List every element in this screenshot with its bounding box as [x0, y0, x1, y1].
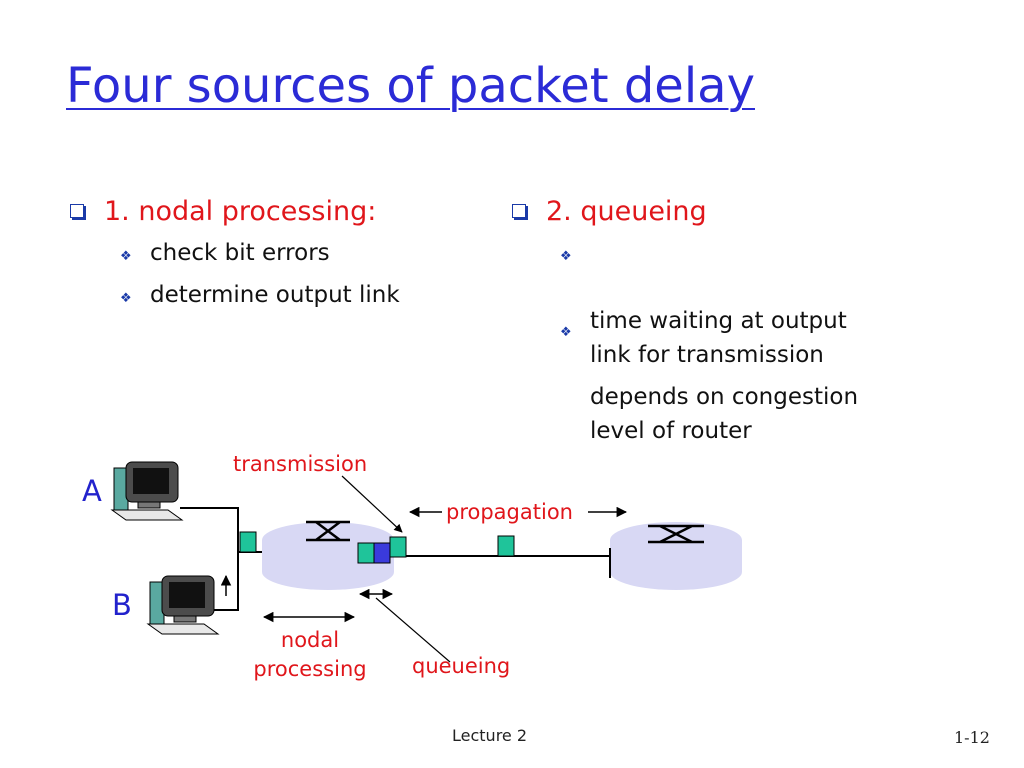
- transmission-label: transmission: [233, 452, 368, 476]
- computer-a-icon: [110, 461, 184, 521]
- subbullet-determine-output-link: ❖ determine output link: [120, 278, 400, 312]
- transmitting-packet: [389, 536, 407, 558]
- subbullet-text: determine output link: [150, 282, 400, 308]
- queued-packet-1: [357, 542, 375, 564]
- diamond-bullet-icon: ❖: [560, 325, 572, 340]
- propagating-packet: [497, 535, 515, 557]
- host-b-label: B: [112, 588, 132, 622]
- host-a-label: A: [82, 474, 102, 508]
- diamond-bullet-icon: ❖: [120, 249, 132, 264]
- router-2-icon: [610, 522, 742, 590]
- incoming-packet: [239, 531, 257, 553]
- square-bullet-icon: [70, 204, 84, 218]
- nodal-processing-label: nodal processing: [253, 628, 367, 681]
- subbullet-text: time waiting at output link for transmis…: [590, 308, 847, 368]
- propagation-label: propagation: [446, 500, 573, 524]
- subbullet-check-bit-errors: ❖ check bit errors: [120, 236, 330, 270]
- slide-title: Four sources of packet delay: [66, 58, 755, 114]
- bullet-queueing: 2. queueing: [512, 196, 707, 227]
- page-number: 1-12: [954, 728, 990, 747]
- bullet-nodal-processing: 1. nodal processing:: [70, 196, 377, 227]
- footer-lecture: Lecture 2: [452, 726, 528, 745]
- diamond-bullet-icon: ❖: [560, 249, 572, 264]
- computer-b-icon: [146, 575, 220, 635]
- queued-packet-2: [373, 542, 391, 564]
- subbullet-time-waiting: ❖ time waiting at output link for transm…: [560, 236, 847, 372]
- subbullet-depends-on-congestion: ❖ depends on congestion level of router: [560, 312, 859, 448]
- subbullet-text: check bit errors: [150, 240, 330, 266]
- queueing-pointer: [375, 597, 451, 663]
- subbullet-text: depends on congestion level of router: [590, 384, 859, 444]
- queueing-label: queueing: [412, 654, 511, 678]
- diamond-bullet-icon: ❖: [120, 291, 132, 306]
- transmission-pointer: [341, 475, 403, 533]
- heading-nodal-processing: 1. nodal processing:: [104, 196, 377, 227]
- square-bullet-icon: [512, 204, 526, 218]
- heading-queueing: 2. queueing: [546, 196, 707, 227]
